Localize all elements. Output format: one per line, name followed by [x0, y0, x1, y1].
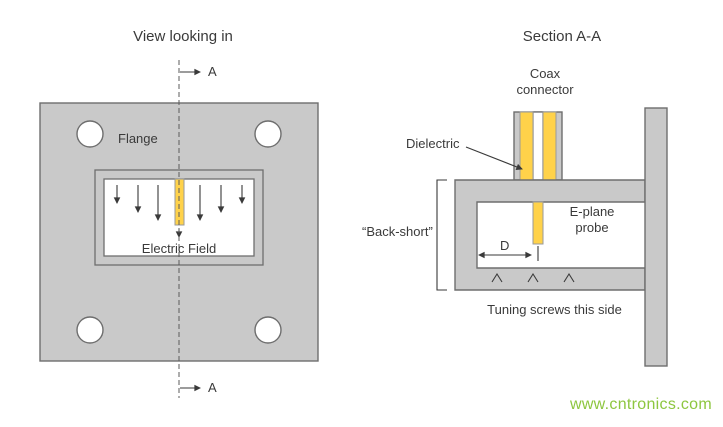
coax-connector-label: Coax connector	[516, 66, 574, 97]
coax-dielectric	[532, 111, 544, 181]
dielectric-leader	[465, 146, 523, 171]
tuning-screw-mark-3	[563, 272, 575, 283]
section-marker-bottom-label: A	[208, 380, 217, 395]
electric-field-arrows	[113, 185, 246, 238]
dimension-d-label: D	[500, 238, 510, 253]
eplane-probe	[532, 201, 544, 245]
coax-pin-left	[519, 111, 534, 181]
bolt-hole-top-right	[254, 120, 282, 148]
coax-pin-right	[542, 111, 557, 181]
flange-label: Flange	[118, 131, 158, 146]
probe-end-view	[174, 178, 185, 226]
backshort-label: “Back-short”	[362, 224, 433, 239]
tuning-screws-label: Tuning screws this side	[487, 302, 622, 317]
dielectric-label: Dielectric	[406, 136, 460, 151]
tuning-screw-mark-1	[491, 272, 503, 283]
bolt-hole-bottom-left	[76, 316, 104, 344]
left-view	[39, 60, 319, 398]
eplane-probe-label: E-plane probe	[569, 204, 615, 235]
backshort-bracket	[436, 179, 447, 291]
watermark: www.cntronics.com	[569, 396, 712, 413]
left-view-title: View looking in	[133, 28, 233, 45]
right-view	[436, 107, 668, 367]
section-marker-top-label: A	[208, 64, 217, 79]
tuning-screw-mark-2	[527, 272, 539, 283]
bolt-hole-top-left	[76, 120, 104, 148]
right-view-title: Section A-A	[522, 28, 602, 45]
bolt-hole-bottom-right	[254, 316, 282, 344]
waveguide-flange-section	[644, 107, 668, 367]
electric-field-label: Electric Field	[141, 241, 217, 256]
